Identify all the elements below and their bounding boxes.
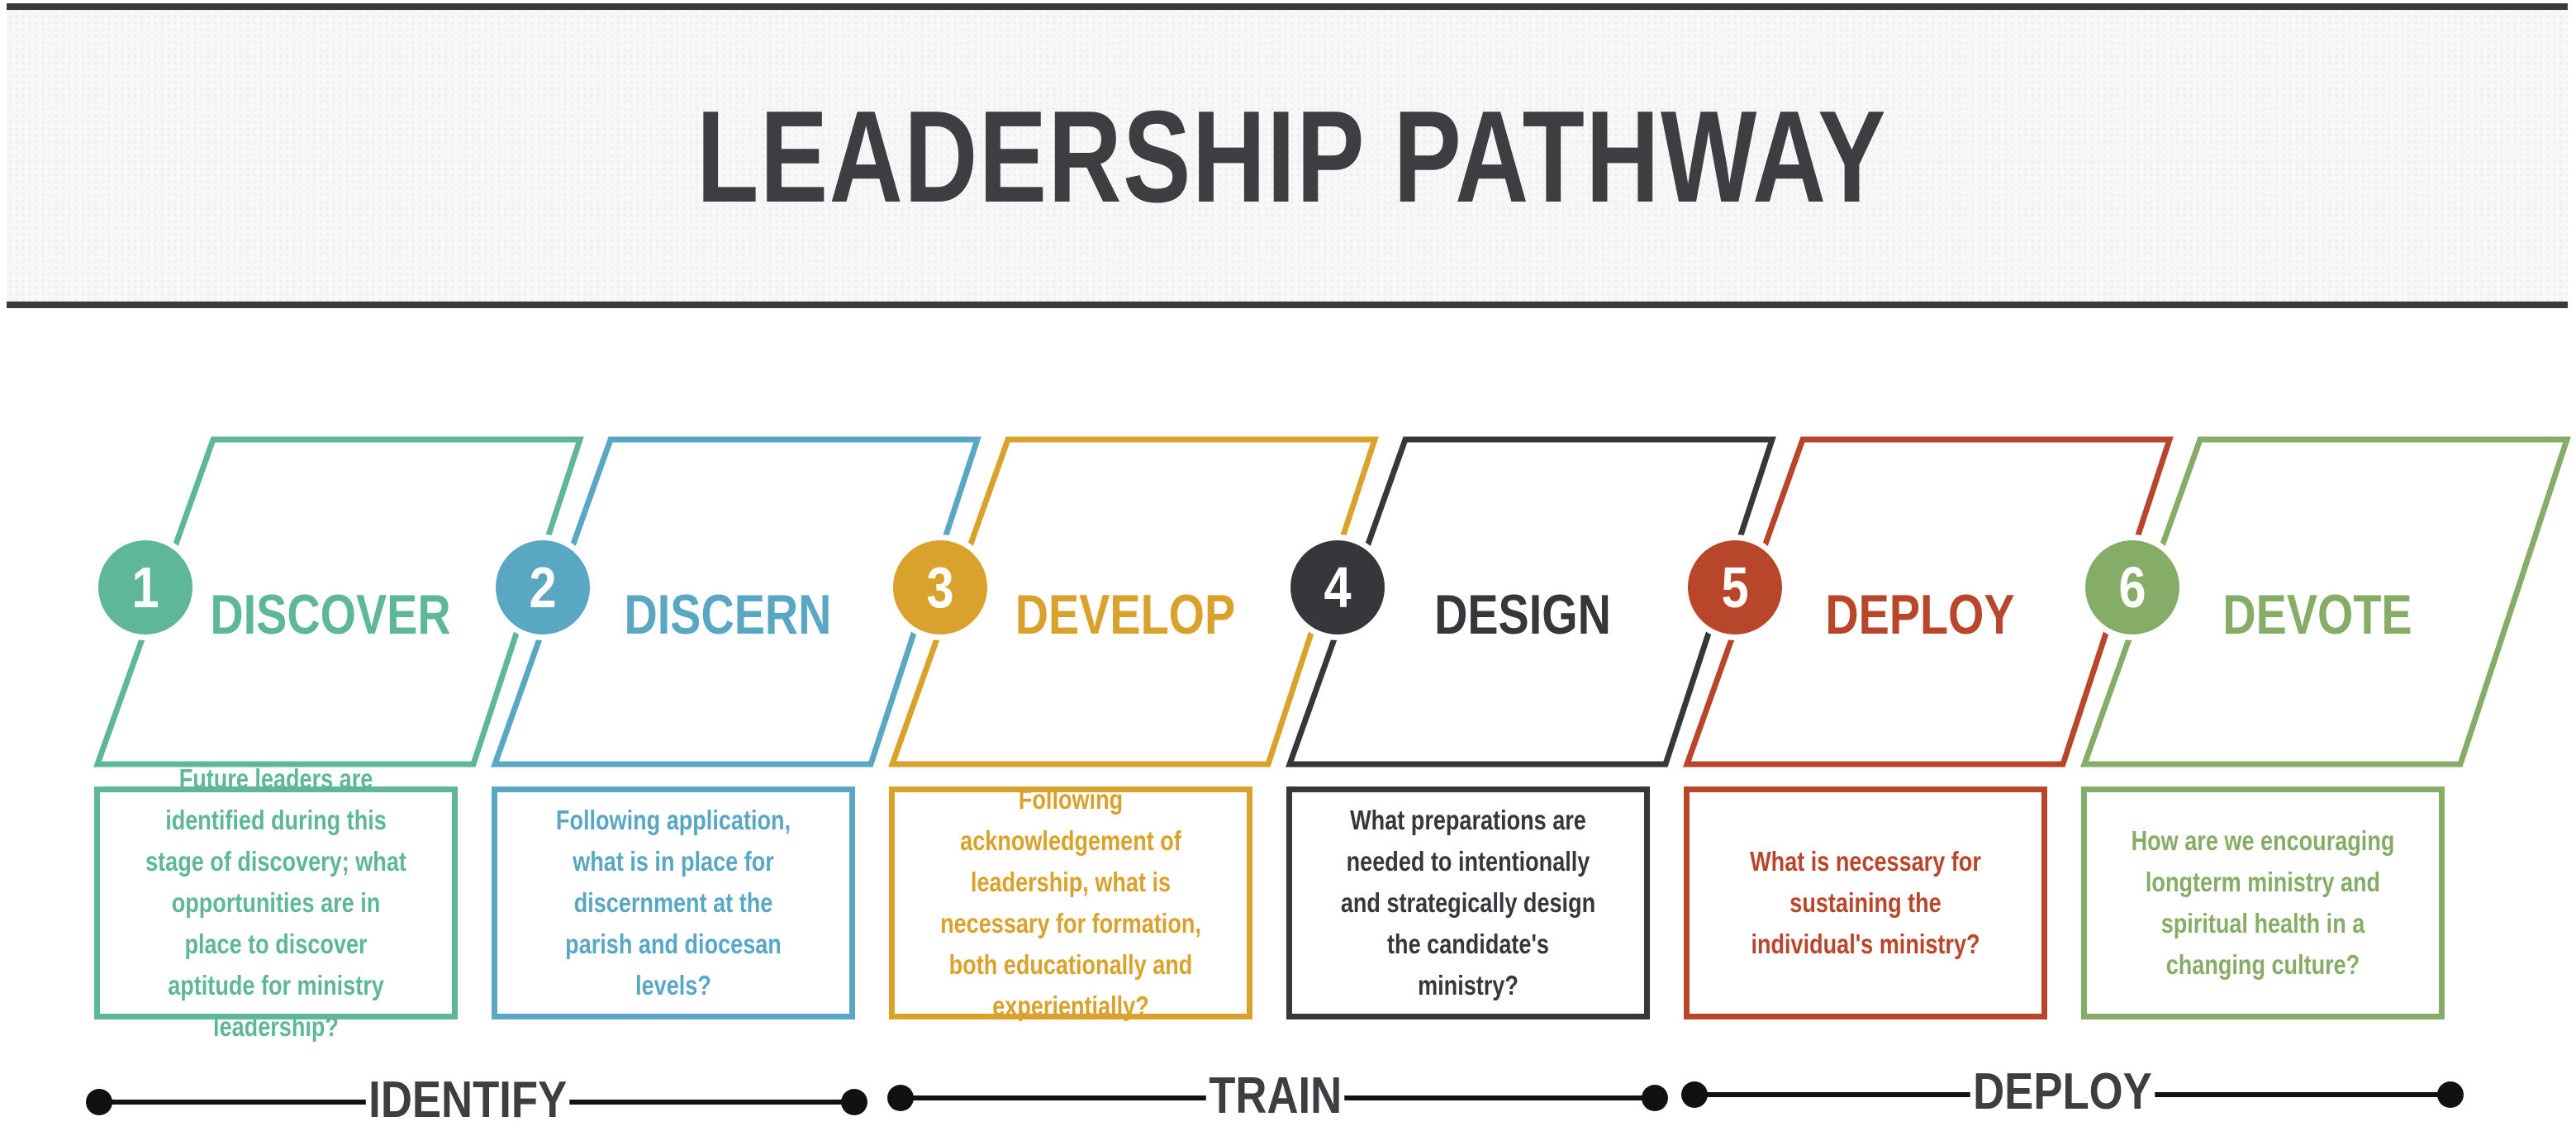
- step-description: What is necessary for sustaining the ind…: [1750, 846, 1981, 959]
- step-parallelogram: [491, 436, 981, 767]
- header-rule-bottom: [7, 302, 2568, 308]
- step-6: 6 DEVOTE: [2079, 436, 2571, 767]
- step-number: 5: [1721, 554, 1748, 620]
- step-description: Following acknowledgement of leadership,…: [940, 784, 1201, 1021]
- step-5: 5 DEPLOY: [1682, 436, 2174, 767]
- step-parallelogram: [2080, 436, 2571, 767]
- step-number: 6: [2118, 554, 2146, 620]
- phase-start-dot: [86, 1089, 112, 1115]
- phase-label: DEPLOY: [1970, 1063, 2155, 1121]
- page-title: LEADERSHIP PATHWAY: [696, 84, 1888, 230]
- step-number: 2: [529, 554, 556, 620]
- step-5-description-box: What is necessary for sustaining the ind…: [1684, 786, 2047, 1019]
- step-2: 2 DISCERN: [490, 436, 981, 767]
- step-title: DESIGN: [1434, 584, 1611, 646]
- step-parallelogram: [1286, 436, 1776, 767]
- step-description: What preparations are needed to intentio…: [1340, 805, 1596, 1000]
- step-number: 3: [926, 554, 953, 620]
- step-4: 4 DESIGN: [1285, 436, 1776, 767]
- phase-end-dot: [841, 1089, 867, 1115]
- step-parallelogram: [93, 436, 584, 767]
- step-badge: [1290, 540, 1385, 634]
- phase-start-dot: [1681, 1081, 1708, 1108]
- step-description: How are we encouraging longterm ministry…: [2131, 825, 2395, 980]
- step-2-description-box: Following application, what is in place …: [492, 786, 855, 1019]
- phase-label: IDENTIFY: [365, 1072, 570, 1129]
- step-badge: [496, 540, 590, 634]
- step-1: 1 DISCOVER: [93, 436, 584, 767]
- phase-start-dot: [887, 1085, 914, 1111]
- step-description: Following application, what is in place …: [555, 805, 791, 1000]
- step-badge: [893, 540, 987, 634]
- step-title: DISCOVER: [210, 584, 450, 646]
- step-badge: [2085, 540, 2179, 634]
- step-number: 1: [131, 554, 159, 620]
- phase-end-dot: [2437, 1081, 2464, 1108]
- header-rule-top: [7, 3, 2568, 10]
- step-title: DEPLOY: [1825, 584, 2014, 646]
- step-3: 3 DEVELOP: [887, 436, 1379, 767]
- step-title: DEVOTE: [2222, 584, 2412, 646]
- step-6-description-box: How are we encouraging longterm ministry…: [2081, 786, 2445, 1019]
- step-badge: [98, 540, 192, 634]
- step-1-description-box: Future leaders are identified during thi…: [94, 763, 458, 1042]
- phase-label: TRAIN: [1205, 1067, 1345, 1125]
- step-title: DISCERN: [625, 584, 832, 646]
- phase-end-dot: [1642, 1085, 1668, 1111]
- step-number: 4: [1324, 554, 1351, 620]
- step-badge: [1688, 540, 1782, 634]
- step-4-description-box: What preparations are needed to intentio…: [1286, 786, 1650, 1019]
- step-description: Future leaders are identified during thi…: [145, 763, 406, 1042]
- step-parallelogram: [1683, 436, 2174, 767]
- step-3-description-box: Following acknowledgement of leadership,…: [889, 784, 1252, 1021]
- step-parallelogram: [888, 436, 1379, 767]
- step-title: DEVELOP: [1015, 584, 1235, 646]
- header-band: [7, 7, 2568, 306]
